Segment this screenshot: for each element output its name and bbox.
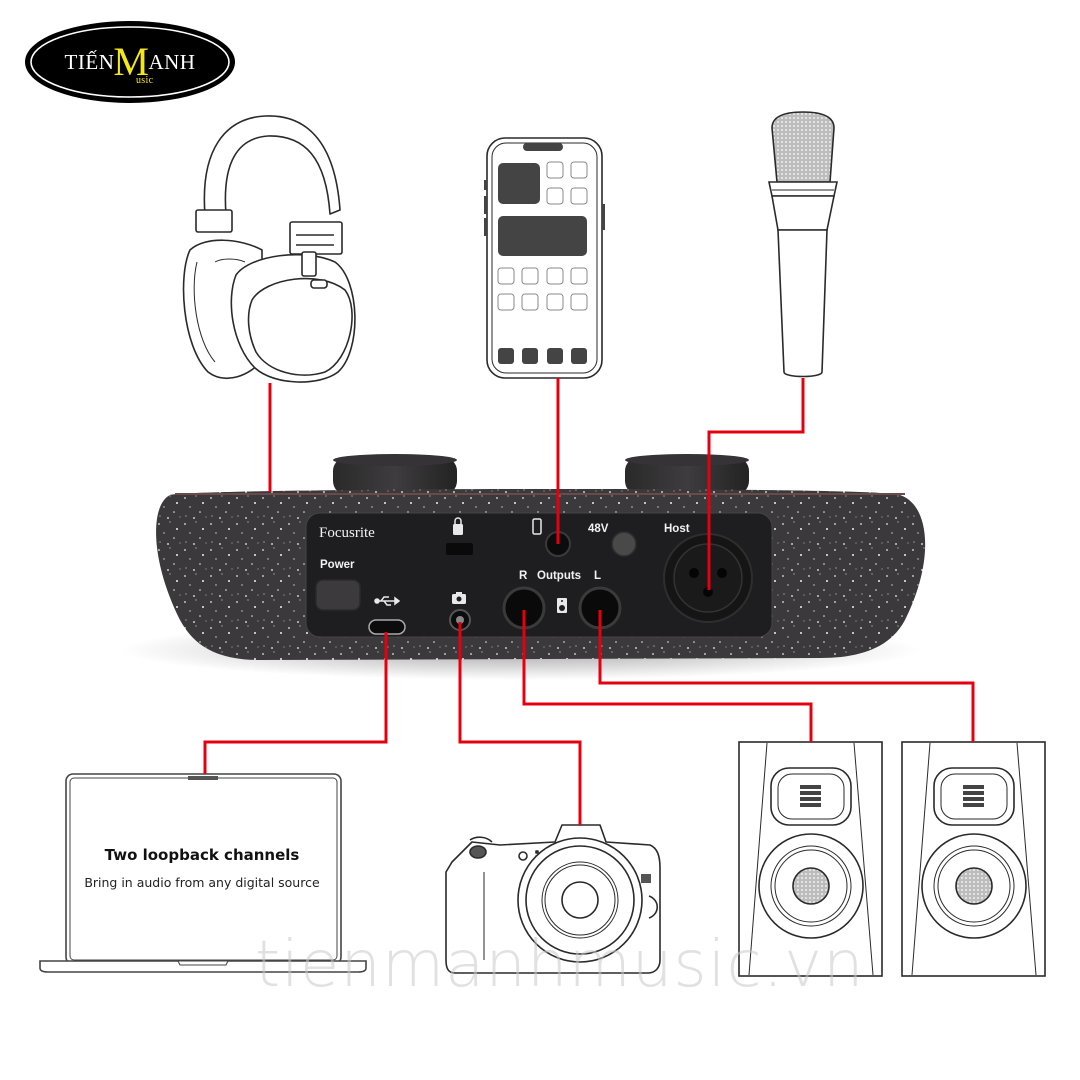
output-l-label: L xyxy=(594,570,602,582)
camera-icon xyxy=(452,592,466,604)
gain-knob-right xyxy=(625,454,749,495)
laptop-screen-title: Two loopback channels xyxy=(104,846,300,864)
host-label: Host xyxy=(664,523,690,535)
cable-laptop xyxy=(203,632,388,774)
speaker-icon xyxy=(557,598,567,613)
power-label: Power xyxy=(320,559,355,571)
watermark: tienmanhmusic.vn xyxy=(255,928,865,1002)
phone-illustration xyxy=(484,137,605,379)
audio-interface-body xyxy=(156,488,926,660)
logo-ellipse-icon xyxy=(25,21,235,103)
logo-suffix: ANH xyxy=(148,49,196,74)
usb-icon xyxy=(374,596,401,606)
logo-prefix: TIẾN xyxy=(64,49,115,74)
laptop-screen-subtitle: Bring in audio from any digital source xyxy=(84,875,320,890)
speaker-left-illustration xyxy=(901,741,1046,977)
cable-microphone xyxy=(707,378,805,590)
logo-music: usic xyxy=(136,75,154,86)
headphones-illustration xyxy=(182,115,356,383)
phantom-power-button xyxy=(611,531,637,557)
device-brand: Focusrite xyxy=(319,525,375,541)
logo-highlight: M xyxy=(113,39,150,84)
usb-c-port xyxy=(368,619,406,635)
cable-speaker-left xyxy=(598,610,975,742)
cable-camera xyxy=(458,622,582,825)
phone-icon xyxy=(532,518,542,535)
output-r-label: R xyxy=(519,570,528,582)
cable-speaker-right xyxy=(522,610,813,742)
microphone-illustration xyxy=(768,111,838,378)
cables xyxy=(203,378,975,825)
phantom-power-label: 48V xyxy=(588,523,609,535)
camera-illustration xyxy=(445,824,661,974)
laptop-illustration xyxy=(39,773,367,973)
power-button xyxy=(315,579,361,611)
kensington-lock-icon xyxy=(453,517,463,535)
speaker-right-illustration xyxy=(738,741,883,977)
outputs-label: Outputs xyxy=(537,570,582,582)
gain-knob-left xyxy=(333,454,457,495)
